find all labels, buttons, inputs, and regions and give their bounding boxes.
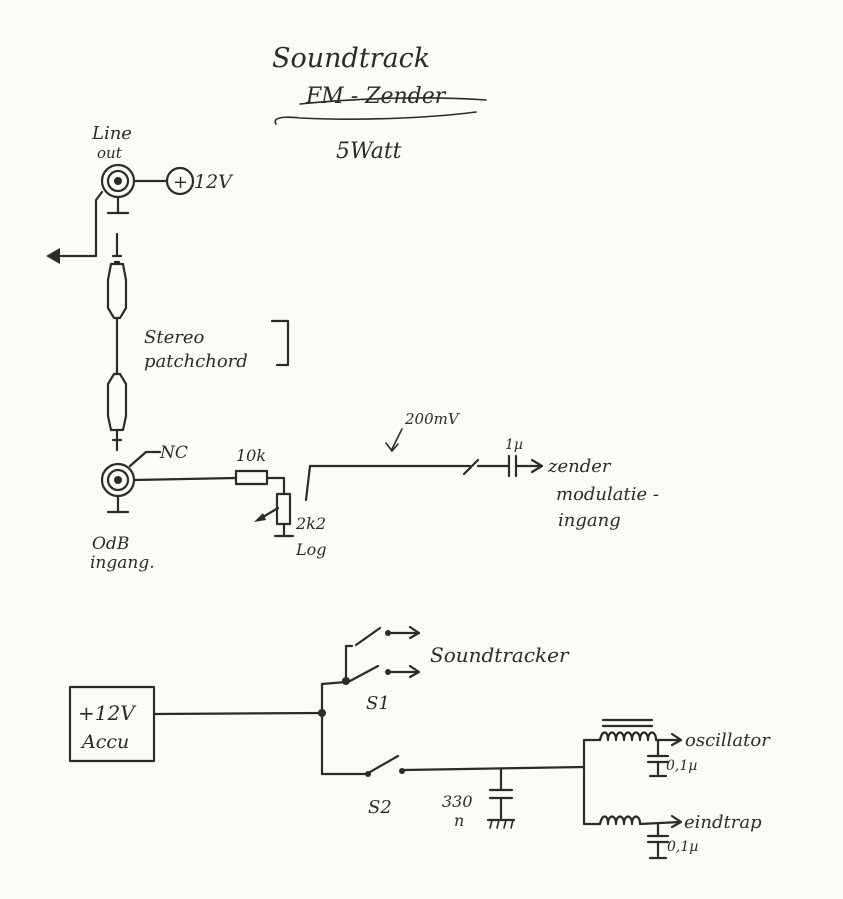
potentiometer-2k2 [254,492,295,538]
input-wire [132,476,238,482]
patch-bracket [270,319,290,367]
plus-terminal: + [165,166,195,196]
patch-plug-top [106,232,128,320]
output-label-3: ingang [558,510,621,531]
output-terminal [462,458,480,476]
final-stage-cap-label: 0,1µ [667,839,698,855]
oscillator-choke [598,718,683,747]
level-label: 200mV [404,410,461,428]
soundtracker-label: Soundtracker [430,643,570,667]
output-wire [304,464,472,502]
branch-bus [582,738,602,826]
input-label-2: ingang. [90,553,155,573]
pot-label-value: 2k2 [295,514,326,533]
battery-label-1: +12V [78,701,137,725]
patch-plug-bottom [106,372,128,452]
final-stage-choke [598,814,683,829]
pot-label-taper: Log [295,540,327,559]
final-stage-label: eindtrap [684,812,762,833]
cap330-label-2: n [454,811,464,830]
oscillator-label: oscillator [685,730,771,751]
level-pointer [391,428,403,450]
nc-label: NC [159,443,188,463]
output-label-2: modulatie - [556,484,659,505]
output-label-1: zender [547,456,612,477]
patch-label-2: patchchord [144,351,248,372]
line-out-label-1: Line [91,123,132,144]
title-line-2: FM - Zender [305,84,447,109]
final-stage-cap [646,821,670,860]
battery-wire [152,711,324,716]
input-label-1: OdB [92,534,129,554]
svg-text:+: + [173,172,188,193]
ground-arrow-icon [46,248,60,264]
s1-label: S1 [366,693,390,714]
nc-lead [128,450,148,468]
output-arrow-icon [530,458,544,474]
resistor-10k [234,469,269,486]
resistor-10k-label: 10k [236,446,266,465]
battery-label-2: Accu [80,731,129,753]
patch-label-1: Stereo [144,327,204,348]
line-out-label-2: out [97,144,123,162]
resistor-to-pot [265,476,286,496]
title-swash [274,111,477,125]
title-line-3: 5Watt [336,139,402,164]
oscillator-cap-label: 0,1µ [666,758,697,774]
supply-12v-label: 12V [194,171,234,193]
cap-label: 1µ [505,437,523,453]
ground-wire [58,190,104,258]
capacitor-330n [486,788,516,829]
oscillator-cap [646,738,670,778]
title-underline [299,97,487,105]
supply-rail [402,765,586,772]
battery-box [68,685,156,763]
level-pointer-head [385,442,399,453]
s2-label: S2 [368,797,392,818]
cap330-label-1: 330 [442,792,473,811]
switch-s1 [342,625,421,685]
switch-s2 [365,754,405,777]
line-out-jack [100,163,136,215]
input-jack [100,462,136,514]
title-line-1: Soundtrack [272,43,430,74]
s1-feed [320,680,348,686]
